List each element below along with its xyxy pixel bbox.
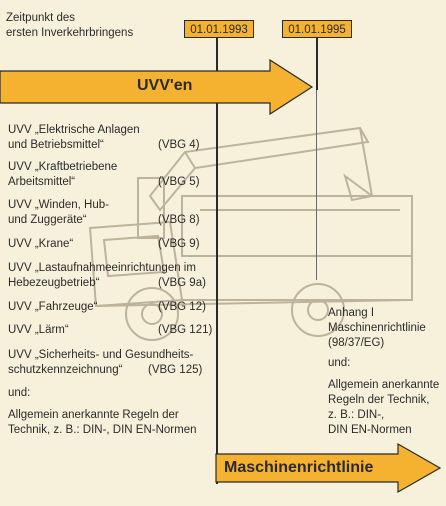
maschinenrichtlinie-arrow-label: Maschinenrichtlinie	[224, 459, 374, 476]
uvv-item-7-line1: UVV „Lärm“	[8, 324, 69, 336]
uvv-item-4-line1: UVV „Krane“	[8, 238, 74, 250]
uvv-item-5-line2: Hebezeugbetrieb“	[8, 277, 100, 289]
uvv-arrow-label: UVV'en	[137, 77, 193, 94]
uvv-item-2-line2: Arbeitsmittel“	[8, 176, 76, 188]
left-regeln-line1: Allgemein anerkannte Regeln der	[8, 409, 179, 421]
uvv-item-8-line2: schutzkennzeichnung“	[8, 364, 123, 376]
uvv-item-3-line2: und Zuggeräte“	[8, 214, 87, 226]
right-regeln-line3: z. B.: DIN-,	[328, 409, 385, 421]
uvv-item-2-line1: UVV „Kraftbetriebene	[8, 161, 118, 173]
uvv-item-4-code: (VBG 9)	[158, 238, 200, 250]
right-anhang-line1: Anhang I	[328, 307, 375, 319]
right-regeln-line2: Regeln der Technik,	[328, 394, 430, 406]
date-box-1993: 01.01.1993	[184, 20, 254, 38]
right-anhang-line3: (98/37/EG)	[328, 337, 385, 349]
uvv-item-1-line1: UVV „Elektrische Anlagen	[8, 124, 140, 136]
uvv-item-6-line1: UVV „Fahrzeuge“	[8, 301, 98, 313]
timeline-1993	[216, 38, 218, 484]
timeline-1995-top	[316, 38, 318, 90]
maschinenrichtlinie-arrow	[215, 442, 442, 494]
timeline-1995-middle	[316, 90, 317, 280]
uvv-item-3-line1: UVV „Winden, Hub-	[8, 199, 109, 211]
uvv-item-5-code: (VBG 9a)	[158, 277, 206, 289]
right-regeln-line1: Allgemein anerkannte	[328, 379, 440, 391]
left-regeln-line2: Technik, z. B.: DIN-, DIN EN-Normen	[8, 424, 197, 436]
uvv-item-2-code: (VBG 5)	[158, 176, 200, 188]
zeitpunkt-label-line1: Zeitpunkt des	[6, 12, 76, 24]
right-regeln-line4: DIN EN-Normen	[328, 424, 412, 436]
uvv-item-8-code: (VBG 125)	[148, 364, 203, 376]
uvv-item-7-code: (VBG 121)	[158, 324, 213, 336]
date-box-1995: 01.01.1995	[282, 20, 352, 38]
right-anhang-line2: Maschinenrichtlinie	[328, 322, 426, 334]
uvv-item-6-code: (VBG 12)	[158, 301, 206, 313]
uvv-item-1-code: (VBG 4)	[158, 139, 200, 151]
uvv-arrow	[0, 58, 314, 116]
zeitpunkt-label-line2: ersten Inverkehrbringens	[6, 27, 134, 39]
right-und-label: und:	[328, 357, 351, 369]
uvv-item-8-line1: UVV „Sicherheits- und Gesundheits-	[8, 349, 194, 361]
uvv-item-3-code: (VBG 8)	[158, 214, 200, 226]
uvv-item-5-line1: UVV „Lastaufnahmeeinrichtungen im	[8, 262, 196, 274]
uvv-item-1-line2: und Betriebsmittel“	[8, 139, 104, 151]
left-und-label: und:	[8, 387, 31, 399]
